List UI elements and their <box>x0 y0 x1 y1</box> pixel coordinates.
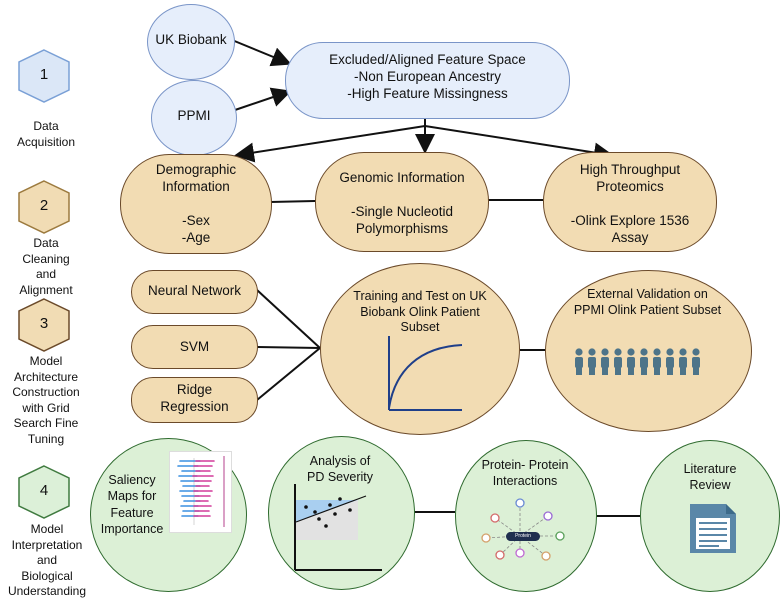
line-nn-to-training <box>256 289 321 349</box>
step-3-number: 3 <box>39 315 49 332</box>
training-label: Training and Test on UK Biobank Olink Pa… <box>353 289 487 335</box>
saliency-plot-thumbnail <box>169 451 232 533</box>
step-4-hexagon <box>18 465 70 519</box>
step-1-hexagon <box>18 49 70 103</box>
ridge-regression-label: Ridge Regression <box>160 382 229 414</box>
step-2-hexagon <box>18 180 70 234</box>
step-3-hexagon <box>18 298 70 352</box>
step-1-label: Data Acquisition <box>16 119 76 149</box>
svm-pill <box>131 325 258 369</box>
ppi-circle <box>455 440 597 592</box>
proteomics-pill <box>543 152 717 252</box>
proteomics-label: High Throughput Proteomics -Olink Explor… <box>570 162 690 245</box>
feature-space-label: Excluded/Aligned Feature Space -Non Euro… <box>329 52 526 101</box>
uk-biobank-circle <box>147 4 235 80</box>
saliency-label: Saliency Maps for Feature Importance <box>100 473 164 536</box>
step-2-label: Data Cleaning and Alignment <box>19 236 73 297</box>
step-4-number: 4 <box>39 482 49 499</box>
training-circle <box>320 263 520 435</box>
genomic-pill <box>315 152 489 252</box>
line-svm-to-training <box>256 346 321 349</box>
svm-label: SVM <box>179 339 210 354</box>
arrow-ukb-to-feature <box>231 39 292 67</box>
step-4-label: Model Interpretation and Biological Unde… <box>7 522 87 599</box>
step-1-number: 1 <box>39 66 49 83</box>
arrow-feature-to-proteomics <box>424 125 614 163</box>
step-2-number: 2 <box>39 197 49 214</box>
step-3-label: Model Architecture Construction with Gri… <box>12 354 80 446</box>
neural-network-pill <box>131 270 258 314</box>
ppi-node-label: Protein <box>515 533 531 539</box>
ppmi-label: PPMI <box>177 108 211 123</box>
arrow-ppmi-to-feature <box>234 87 292 111</box>
feature-space-pill <box>285 42 570 119</box>
demographic-pill <box>120 154 272 254</box>
severity-label: Analysis of PD Severity <box>307 454 373 484</box>
validation-label: External Validation on PPMI Olink Patien… <box>573 287 722 317</box>
line-demographic-genomic <box>269 200 316 203</box>
uk-biobank-label: UK Biobank <box>155 32 227 47</box>
line-ridge-to-training <box>256 347 321 401</box>
neural-network-label: Neural Network <box>147 283 242 298</box>
arrow-feature-to-demographic <box>234 125 426 163</box>
ridge-regression-pill <box>131 377 258 423</box>
literature-label: Literature Review <box>683 462 737 492</box>
ppi-label: Protein- Protein Interactions <box>481 458 569 488</box>
demographic-label: Demographic Information -Sex -Age <box>155 162 237 245</box>
genomic-label: Genomic Information -Single Nucleotid Po… <box>339 170 465 236</box>
